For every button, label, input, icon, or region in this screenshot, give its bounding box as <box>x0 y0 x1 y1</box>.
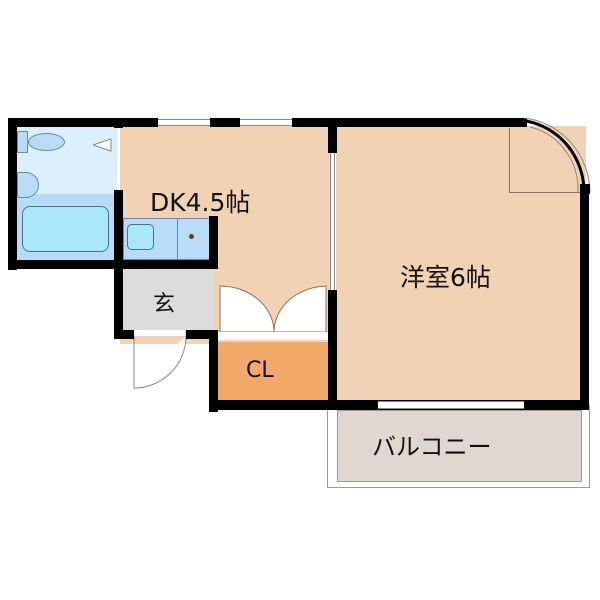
entrance-door-icon <box>133 330 187 389</box>
dk-label: DK4.5帖 <box>150 188 251 217</box>
wall <box>209 216 218 269</box>
wall <box>8 118 158 127</box>
window <box>158 119 210 126</box>
wall <box>210 118 240 127</box>
western-room-label: 洋室6帖 <box>400 263 491 292</box>
door-arrow-icon <box>93 138 112 152</box>
wall <box>209 330 218 412</box>
wall <box>328 290 337 410</box>
wall <box>186 330 216 339</box>
western-room <box>336 126 586 404</box>
sliding-door <box>330 153 335 290</box>
balcony-window <box>378 401 524 409</box>
wall <box>328 118 337 153</box>
stove-burner-icon <box>189 234 194 239</box>
wall <box>8 260 218 269</box>
toilet-icon <box>28 133 65 151</box>
wall <box>580 192 589 410</box>
wall <box>114 118 123 128</box>
window <box>240 119 292 126</box>
balcony <box>337 410 582 482</box>
closet <box>218 342 328 400</box>
entrance <box>123 268 213 330</box>
closet-label: CL <box>246 358 274 383</box>
wall <box>292 118 527 127</box>
bathtub-icon <box>22 206 109 252</box>
washbasin-icon <box>17 172 39 198</box>
wall <box>8 118 17 270</box>
balcony-label: バルコニー <box>372 433 492 461</box>
toilet-tank <box>17 131 28 153</box>
entrance-label: 玄 <box>153 292 176 317</box>
bay-window-icon <box>523 117 591 194</box>
kitchen-divider <box>177 218 178 260</box>
wall <box>114 190 123 268</box>
closet-doors-icon <box>218 285 330 340</box>
wall <box>114 268 123 339</box>
corner-closet-outline <box>509 128 581 193</box>
kitchen-sink-icon <box>127 224 154 250</box>
wall <box>114 330 134 339</box>
